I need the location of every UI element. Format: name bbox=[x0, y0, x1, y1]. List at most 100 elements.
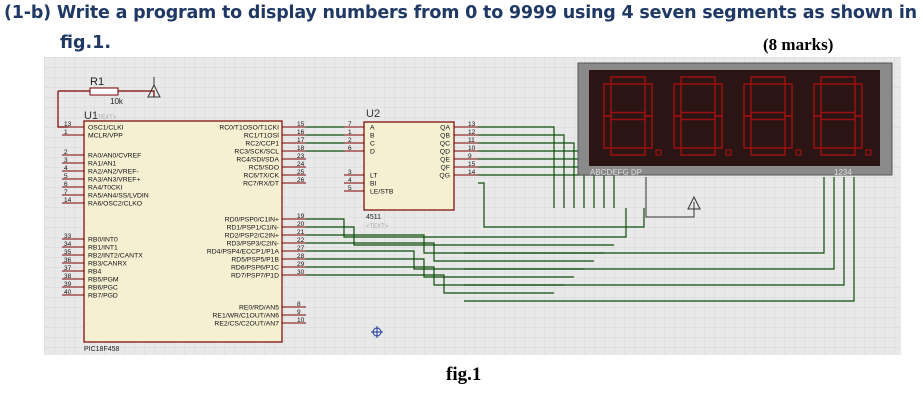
mcu-left-pin-label: MCLR/VPP bbox=[88, 133, 123, 140]
resistor-value: 10k bbox=[110, 97, 124, 106]
segment-f bbox=[813, 83, 822, 117]
decoder-input-pin-label: D bbox=[370, 149, 375, 156]
mcu-left-pin-label: RB2/INT2/CANTX bbox=[88, 253, 143, 260]
decoder-input-pin-label: C bbox=[370, 141, 375, 148]
decoder-output-pin-label: QG bbox=[439, 173, 450, 180]
decoder-output-pin-label: QB bbox=[440, 133, 450, 140]
digit-2 bbox=[673, 76, 732, 156]
segment-g bbox=[820, 111, 856, 121]
mcu-right-pin-label: RC7/RX/DT bbox=[243, 181, 279, 188]
segment-f bbox=[603, 83, 612, 117]
segment-d bbox=[610, 147, 646, 156]
segment-a bbox=[680, 76, 716, 85]
segment-c bbox=[854, 115, 863, 149]
mcu-left-pin-label: RA5/AN4/SS/LVDIN bbox=[88, 193, 149, 200]
display-segment-label: ABCDEFG DP bbox=[590, 168, 642, 177]
mcu-right-pin-number: 28 bbox=[297, 253, 305, 260]
mcu-left-pin-number: 6 bbox=[64, 181, 68, 188]
segment-d bbox=[820, 147, 856, 156]
mcu-right-pin-number: 23 bbox=[297, 153, 305, 160]
mcu-left-pin-number: 5 bbox=[64, 173, 68, 180]
decoder-input-pin-label: LE/STB bbox=[370, 189, 394, 196]
decoder-ref: U2 bbox=[366, 108, 380, 120]
decoder-part: 4511 bbox=[366, 214, 381, 221]
mcu-right-pin-number: 8 bbox=[297, 301, 301, 308]
mcu-left-pin-label: RB6/PGC bbox=[88, 285, 118, 292]
decoder-input-pin-label: LT bbox=[370, 173, 377, 180]
segment-a bbox=[750, 76, 786, 85]
mcu-ref: U1 bbox=[84, 110, 98, 122]
mcu-left-pin-number: 13 bbox=[64, 121, 72, 128]
figure-caption: fig.1 bbox=[446, 364, 482, 385]
decoder-input-pin-label: A bbox=[370, 125, 375, 132]
mcu-right-pin-number: 18 bbox=[297, 145, 305, 152]
decoder-input-pin-label: B bbox=[370, 133, 375, 140]
segment-d bbox=[680, 147, 716, 156]
mcu-left-pin-label: RA3/AN3/VREF+ bbox=[88, 177, 140, 184]
segment-g bbox=[610, 111, 646, 121]
mcu-left-pin-label: RA0/AN0/CVREF bbox=[88, 153, 141, 160]
mcu-left-pin-label: RA1/AN1 bbox=[88, 161, 117, 168]
segment-g bbox=[680, 111, 716, 121]
mcu-right-pin-label: RD1/PSP1/C1IN- bbox=[226, 225, 279, 232]
segment-c bbox=[644, 115, 653, 149]
decoder-input-pin-number: 5 bbox=[348, 185, 352, 192]
mcu-body bbox=[83, 120, 283, 343]
mcu-right-pin-label: RD7/PSP7/P1D bbox=[231, 273, 279, 280]
decoder-input-pin-number: 6 bbox=[348, 145, 352, 152]
mcu-left-pin-number: 35 bbox=[64, 249, 72, 256]
mcu-left-pin-label: RB7/PGD bbox=[88, 293, 118, 300]
decoder-input-pin-number: 2 bbox=[348, 137, 352, 144]
mcu-left-pin-label: RB4 bbox=[88, 269, 101, 276]
mcu-left-pin-number: 33 bbox=[64, 233, 72, 240]
mcu-right-pin-label: RC3/SCK/SCL bbox=[234, 149, 279, 156]
decoder-output-pin-number: 11 bbox=[468, 137, 475, 144]
mcu-left-pin-number: 4 bbox=[64, 165, 68, 172]
segment-f bbox=[673, 83, 682, 117]
decoder-output-pin-number: 15 bbox=[468, 161, 476, 168]
mcu-left-pin-label: RB0/INT0 bbox=[88, 237, 118, 244]
mcu-part: PIC18F458 bbox=[84, 346, 120, 353]
mcu-right-pin-label: RD0/PSP0/C1IN+ bbox=[225, 217, 279, 224]
mcu-right-pin-number: 15 bbox=[297, 121, 305, 128]
mcu-left-pin-number: 37 bbox=[64, 265, 72, 272]
question-text: (1-b) Write a program to display numbers… bbox=[4, 3, 917, 23]
decoder-text-placeholder: <TEXT> bbox=[366, 224, 389, 230]
mcu-left-pin-label: RA2/AN2/VREF- bbox=[88, 169, 139, 176]
decoder-input-pin-number: 3 bbox=[348, 169, 352, 176]
decoder-output-pin-label: QE bbox=[440, 157, 450, 164]
mcu-right-pin-number: 26 bbox=[297, 177, 305, 184]
display-face bbox=[589, 70, 880, 166]
decoder-output-pin-number: 14 bbox=[468, 169, 476, 176]
mcu-left-pin-label: RB5/PGM bbox=[88, 277, 119, 284]
decoder-output-pin-label: QA bbox=[440, 125, 450, 132]
portc-wires bbox=[306, 126, 344, 152]
mcu-left-pin-label: RB3/CANRX bbox=[88, 261, 127, 268]
mcu-left-pin-number: 1 bbox=[64, 129, 68, 136]
mcu-right-pin-label: RD3/PSP3/C2IN- bbox=[226, 241, 279, 248]
display-digit-label: 1234 bbox=[834, 168, 852, 177]
mcu-right-pin-number: 25 bbox=[297, 169, 305, 176]
mcu-left-pin-number: 38 bbox=[64, 273, 72, 280]
segment-c bbox=[784, 115, 793, 149]
seven-segment-display: ABCDEFG DP 1234 bbox=[577, 62, 893, 218]
segment-d bbox=[750, 147, 786, 156]
mcu-right-pin-label: RE2/CS/C2OUT/AN7 bbox=[214, 321, 279, 328]
decoder-output-pin-number: 13 bbox=[468, 121, 476, 128]
segment-dp bbox=[865, 149, 872, 156]
mcu-left-pin-label: OSC1/CLKI bbox=[88, 125, 124, 132]
decoder-output-pin-label: QD bbox=[440, 149, 450, 156]
segment-dp bbox=[795, 149, 802, 156]
mcu-right-pin-label: RD2/PSP2/C2IN+ bbox=[225, 233, 279, 240]
segment-a bbox=[820, 76, 856, 85]
decoder-input-pin-label: BI bbox=[370, 181, 377, 188]
mcu-right-pin-label: RC6/TX/CK bbox=[243, 173, 279, 180]
segment-dp bbox=[655, 149, 662, 156]
mcu-left-pin-label: RA4/T0CKI bbox=[88, 185, 122, 192]
mcu-right-pin-number: 24 bbox=[297, 161, 305, 168]
mcu-left-pin-number: 3 bbox=[64, 157, 68, 164]
mcu-left-pin-number: 40 bbox=[64, 289, 72, 296]
